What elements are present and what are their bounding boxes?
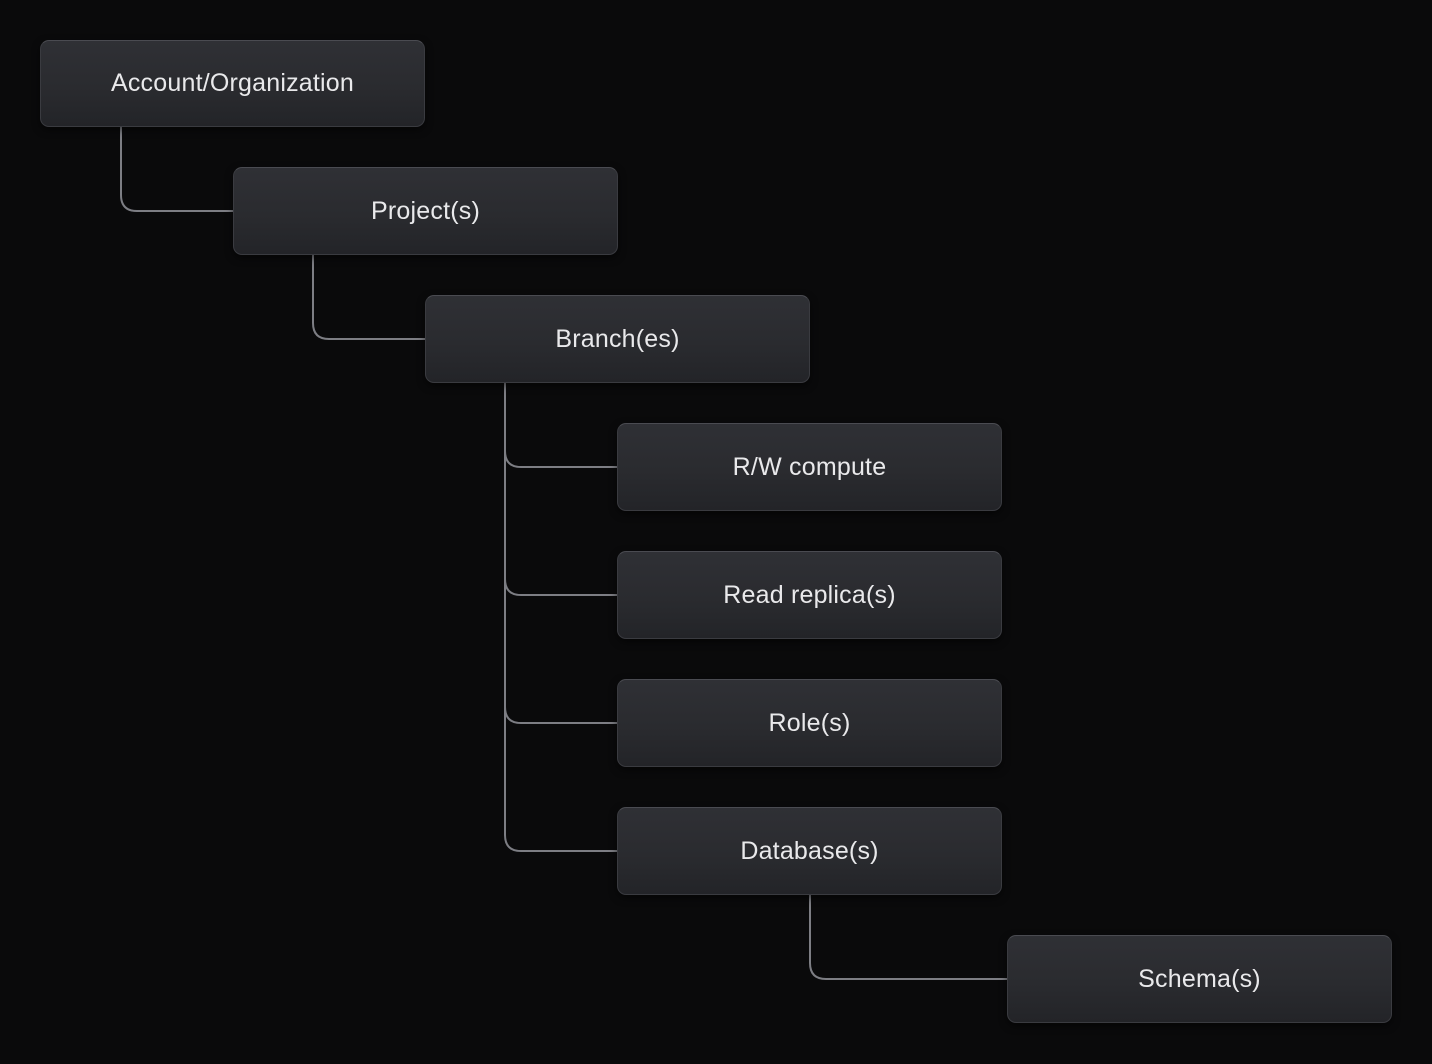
node-rw-compute: R/W compute <box>617 423 1002 511</box>
node-schemas: Schema(s) <box>1007 935 1392 1023</box>
connector-databases-to-schemas <box>809 895 1007 980</box>
node-read-replicas-label: Read replica(s) <box>723 580 896 609</box>
node-projects-label: Project(s) <box>371 196 480 225</box>
node-read-replicas: Read replica(s) <box>617 551 1002 639</box>
node-roles: Role(s) <box>617 679 1002 767</box>
connector-account-to-projects <box>120 127 233 212</box>
node-rw-compute-label: R/W compute <box>732 452 887 481</box>
node-branches: Branch(es) <box>425 295 810 383</box>
connector-projects-to-branches <box>312 255 425 340</box>
connector-branches-to-rw-compute <box>504 450 617 468</box>
node-projects: Project(s) <box>233 167 618 255</box>
node-account-organization-label: Account/Organization <box>110 69 355 97</box>
node-databases-label: Database(s) <box>740 836 879 865</box>
node-schemas-label: Schema(s) <box>1138 964 1261 993</box>
node-roles-label: Role(s) <box>768 708 851 737</box>
node-databases: Database(s) <box>617 807 1002 895</box>
node-account-organization: Account/Organization <box>40 40 425 127</box>
node-branches-label: Branch(es) <box>555 324 680 353</box>
connector-branches-to-read-replicas <box>504 578 617 596</box>
connector-branches-to-roles <box>504 706 617 724</box>
connector-branches-trunk-to-databases <box>504 383 617 852</box>
